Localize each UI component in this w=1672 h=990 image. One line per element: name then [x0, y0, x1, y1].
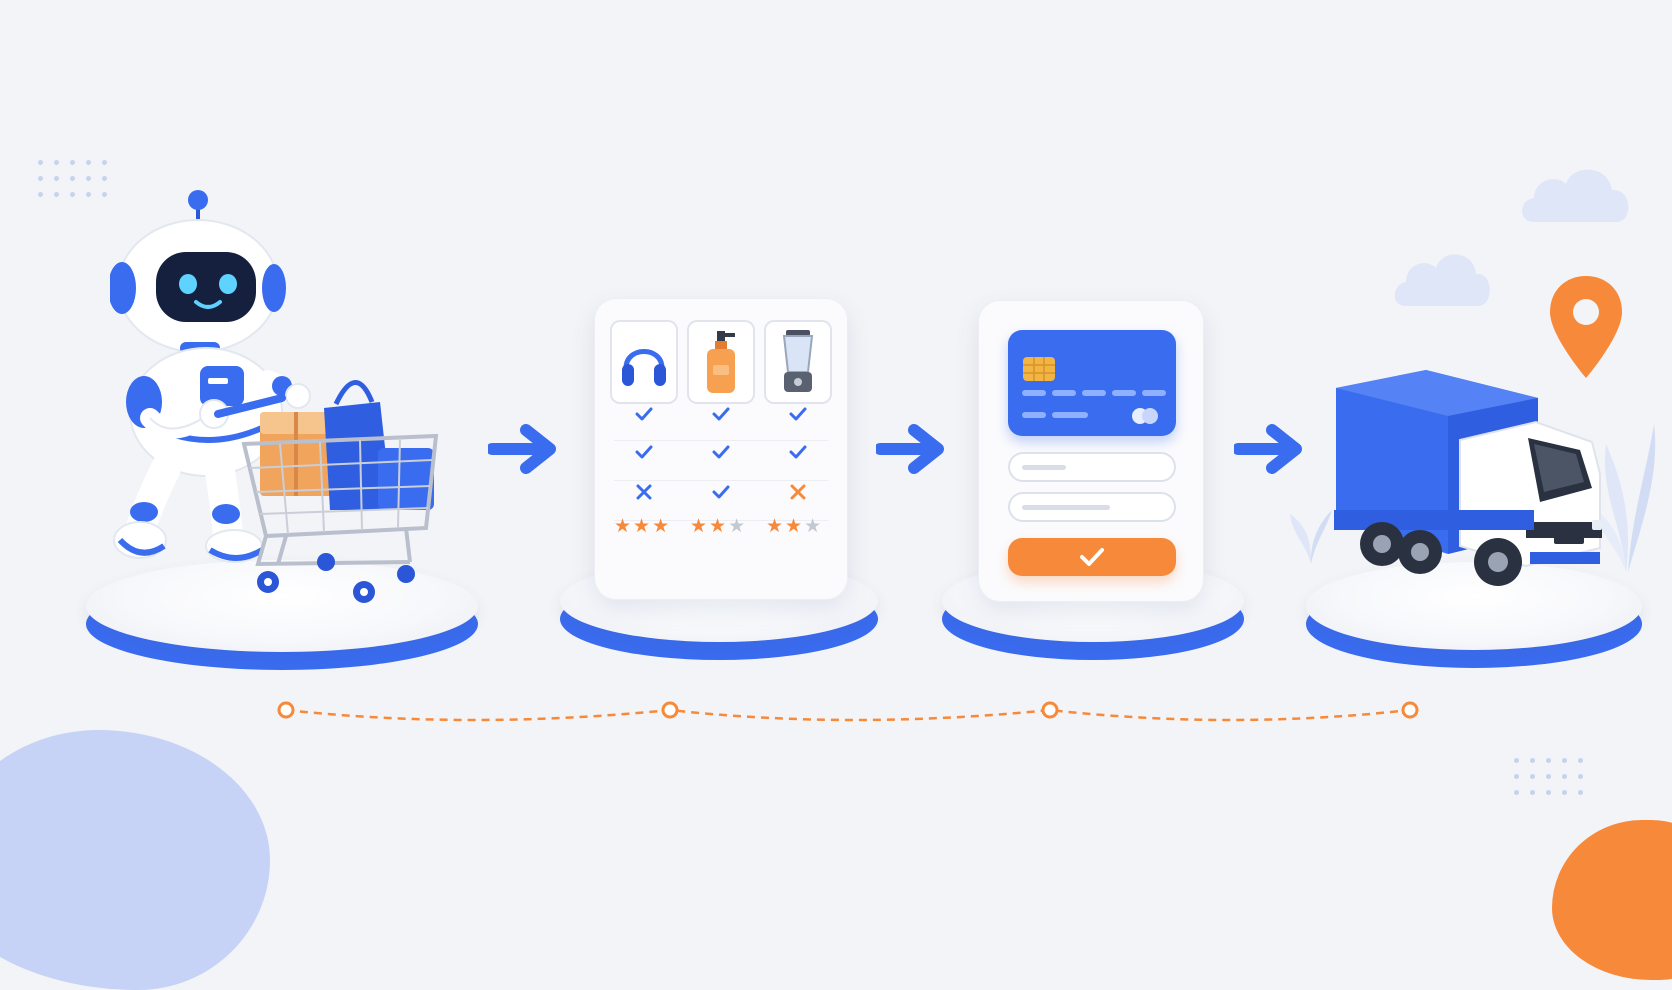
check-icon: [635, 445, 653, 459]
star-icon: ★: [785, 515, 803, 537]
star-icon: ★: [633, 515, 651, 537]
decor-blob-orange: [1552, 820, 1672, 980]
timeline-node: [1041, 701, 1059, 719]
payment-field-2[interactable]: [1008, 492, 1176, 522]
star-icon: ★: [728, 515, 746, 537]
delivery-truck-icon: [1334, 370, 1602, 586]
arrow-right-icon: [876, 424, 944, 474]
rating-stars: ★★★: [766, 516, 821, 536]
plant-icon: [1596, 424, 1656, 572]
card-number-lines: [1022, 390, 1166, 424]
rating-stars: ★★★: [690, 516, 745, 536]
check-icon: [635, 407, 653, 421]
blender-icon: [782, 330, 814, 392]
check-icon: [1080, 548, 1104, 566]
cross-icon: [636, 484, 652, 500]
arrow-right-icon: [1234, 424, 1302, 474]
star-icon: ★: [709, 515, 727, 537]
check-icon: [789, 445, 807, 459]
credit-card-icon: [1008, 330, 1176, 436]
plant-icon: [1290, 510, 1332, 564]
platform-delivery: [1306, 562, 1642, 668]
star-icon: ★: [652, 515, 670, 537]
cloud-icon: [1522, 169, 1629, 222]
decor-dot-grid-top-left: [38, 160, 118, 208]
check-icon: [789, 407, 807, 421]
product-tile-blender: [764, 320, 832, 404]
cross-icon: [790, 484, 806, 500]
payment-card: [978, 300, 1204, 602]
location-pin-icon: [1550, 276, 1622, 378]
decor-dot-grid-bottom-right: [1514, 758, 1594, 806]
timeline-node: [661, 701, 679, 719]
lotion-bottle-icon: [707, 331, 735, 393]
headphones-icon: [622, 349, 666, 386]
star-icon: ★: [804, 515, 822, 537]
product-tile-headphones: [610, 320, 678, 404]
timeline-node: [277, 701, 295, 719]
comparison-card: ★★★★★★★★★: [594, 298, 848, 600]
chip-icon: [1023, 357, 1055, 381]
decor-blob-blue: [0, 730, 270, 990]
product-tile-lotion: [687, 320, 755, 404]
cloud-icon: [1394, 254, 1490, 306]
timeline-node: [1401, 701, 1419, 719]
confirm-payment-button[interactable]: [1008, 538, 1176, 576]
check-icon: [712, 485, 730, 499]
rating-stars: ★★★: [614, 516, 669, 536]
check-icon: [712, 445, 730, 459]
star-icon: ★: [690, 515, 708, 537]
star-icon: ★: [614, 515, 632, 537]
robot-with-cart-icon: [110, 190, 439, 603]
arrow-right-icon: [488, 424, 556, 474]
payment-field-1[interactable]: [1008, 452, 1176, 482]
progress-timeline: [277, 701, 1419, 722]
check-icon: [712, 407, 730, 421]
star-icon: ★: [766, 515, 784, 537]
